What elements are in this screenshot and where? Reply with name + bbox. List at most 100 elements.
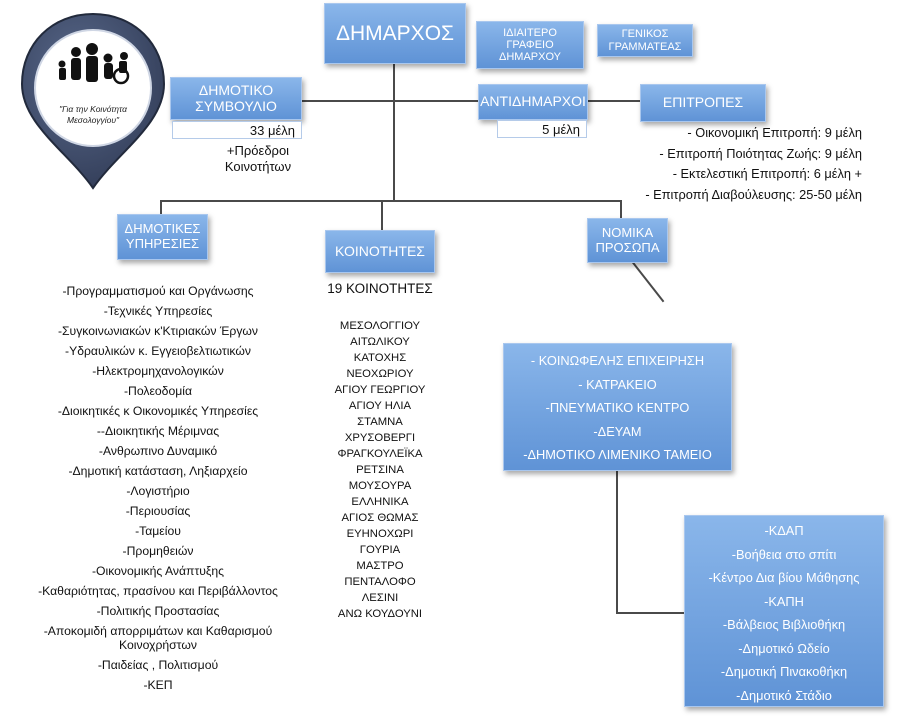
committee-item: - Εκτελεστική Επιτροπή: 6 μέλη +	[672, 166, 862, 181]
community-item: ΑΓΙΟΣ ΘΩΜΑΣ	[341, 512, 419, 524]
legal-entity-item: -ΔΗΜΟΤΙΚΟ ΛΙΜΕΝΙΚΟ ΤΑΜΕΙΟ	[523, 447, 712, 462]
community-item: ΑΓΙΟΥ ΗΛΙΑ	[348, 400, 412, 412]
committees-box: ΕΠΙΤΡΟΠΕΣ	[640, 84, 766, 122]
services-line: ΔΗΜΟΤΙΚΕΣ	[124, 221, 201, 237]
logo-caption-line: Μεσολογγίου"	[66, 115, 120, 125]
welfare-list: -ΚΔΑΠ -Βοήθεια στο σπίτι -Κέντρο Δια βίο…	[684, 515, 884, 707]
connector	[381, 200, 383, 230]
committees-label: ΕΠΙΤΡΟΠΕΣ	[662, 94, 744, 111]
service-item: -Διοικητικές κ Οικονομικές Υπηρεσίες	[57, 404, 259, 418]
service-item: -Ανθρωπινο Δυναμικό	[98, 444, 218, 458]
service-item: -Αποκομιδή απορριμάτων και Καθαρισμού Κο…	[43, 624, 273, 652]
service-item: -Καθαριότητας, πρασίνου και Περιβάλλοντο…	[38, 584, 278, 598]
private-office-line: ΔΗΜΑΡΧΟΥ	[498, 51, 561, 64]
service-item: -ΚΕΠ	[143, 678, 173, 692]
community-item: ΜΑΣΤΡΟ	[356, 560, 404, 572]
council-line: ΣΥΜΒΟΥΛΙΟ	[195, 97, 277, 114]
connector	[616, 612, 684, 614]
community-item: ΓΟΥΡΙΑ	[359, 544, 401, 556]
connector	[588, 100, 640, 102]
committee-item: - Επιτροπή Διαβούλευσης: 25-50 μέλη	[645, 186, 862, 202]
connector	[160, 200, 162, 215]
legal-entities-line: ΠΡΟΣΩΠΑ	[595, 239, 660, 255]
deputy-mayors-label: ΑΝΤΙΔΗΜΑΡΧΟΙ	[480, 93, 586, 110]
connector	[620, 200, 622, 218]
welfare-item: -Κέντρο Δια βίου Μάθησης	[708, 570, 860, 585]
community-item: ΑΙΤΩΛΙΚΟΥ	[350, 336, 410, 348]
service-item: -Ταμείου	[135, 524, 181, 538]
general-secretary-line: ΓΕΝΙΚΟΣ	[621, 28, 669, 41]
council-note-line: +Πρόεδροι	[226, 143, 290, 158]
connector	[393, 47, 395, 201]
service-item: -Παιδείας , Πολιτισμού	[97, 658, 219, 672]
welfare-item: -ΚΔΑΠ	[764, 523, 804, 538]
council-box: ΔΗΜΟΤΙΚΟ ΣΥΜΒΟΥΛΙΟ	[170, 77, 302, 120]
welfare-item: -Βάλβειος Βιβλιοθήκη	[722, 617, 846, 632]
community-item: ΠΕΝΤΑΛΟΦΟ	[344, 576, 416, 588]
community-item: ΕΥΗΝΟΧΩΡΙ	[346, 528, 414, 540]
service-item: -Προμηθειών	[122, 544, 194, 558]
general-secretary-line: ΓΡΑΜΜΑΤΕΑΣ	[608, 40, 682, 53]
legal-entities-box: ΝΟΜΙΚΑ ΠΡΟΣΩΠΑ	[587, 218, 668, 263]
welfare-item: -Βοήθεια στο σπίτι	[731, 546, 837, 562]
community-item: ΜΟΥΣΟΥΡΑ	[348, 480, 412, 492]
council-note-line: Κοινοτήτων	[224, 159, 292, 174]
service-item: -Προγραμματισμού και Οργάνωσης	[62, 284, 254, 298]
family-icon	[58, 43, 130, 85]
connector	[632, 261, 665, 303]
community-item: ΑΓΙΟΥ ΓΕΩΡΓΙΟΥ	[334, 384, 426, 396]
connector	[394, 100, 478, 102]
service-item: -Τεχνικές Υπηρεσίες	[103, 304, 213, 318]
service-item: --Διοικητικής Μέριμνας	[96, 424, 220, 438]
welfare-item: -Δημοτικό Στάδιο	[736, 687, 832, 703]
legal-entities-list: - ΚΟΙΝΩΦΕΛΗΣ ΕΠΙΧΕΙΡΗΣΗ - ΚΑΤΡΑΚΕΙΟ -ΠΝΕ…	[503, 343, 732, 471]
service-item: -Περιουσίας	[125, 504, 191, 518]
private-office-box: ΙΔΙΑΙΤΕΡΟ ΓΡΑΦΕΙΟ ΔΗΜΑΡΧΟΥ	[476, 21, 584, 69]
connector	[616, 470, 618, 613]
welfare-item: -ΚΑΠΗ	[764, 593, 804, 609]
council-line: ΔΗΜΟΤΙΚΟ	[198, 81, 274, 98]
services-list: -Προγραμματισμού και Οργάνωσης -Τεχνικές…	[8, 281, 308, 695]
connector	[254, 100, 394, 102]
council-note: +Πρόεδροι Κοινοτήτων	[210, 143, 306, 175]
services-box: ΔΗΜΟΤΙΚΕΣ ΥΠΗΡΕΣΙΕΣ	[117, 214, 208, 260]
community-item: ΡΕΤΣΙΝΑ	[356, 464, 404, 476]
welfare-item: -Δημοτική Πινακοθήκη	[720, 664, 848, 679]
legal-entities-line: ΝΟΜΙΚΑ	[601, 224, 654, 240]
service-item: -Ηλεκτρομηχανολογικών	[92, 364, 224, 378]
communities-box: ΚΟΙΝΟΤΗΤΕΣ	[325, 230, 435, 273]
connector	[160, 200, 622, 202]
logo-pin	[20, 12, 166, 190]
community-item: ΝΕΟΧΩΡΙΟΥ	[346, 368, 414, 380]
service-item: -Υδραυλικών κ. Εγγειοβελτιωτικών	[65, 344, 251, 358]
service-item: -Οικονομικής Ανάπτυξης	[91, 564, 225, 578]
service-item: -Πολεοδομία	[123, 384, 193, 398]
mayor-box: ΔΗΜΑΡΧΟΣ	[324, 3, 466, 64]
community-item: ΛΕΣΙΝΙ	[361, 592, 399, 604]
communities-list: ΜΕΣΟΛΟΓΓΙΟΥ ΑΙΤΩΛΙΚΟΥ ΚΑΤΟΧΗΣ ΝΕΟΧΩΡΙΟΥ …	[300, 318, 460, 622]
community-item: ΧΡΥΣΟΒΕΡΓΙ	[344, 432, 416, 444]
community-item: ΦΡΑΓΚΟΥΛΕΪΚΑ	[337, 448, 423, 460]
welfare-item: -Δημοτικό Ωδείο	[738, 640, 830, 656]
private-office-line: ΙΔΙΑΙΤΕΡΟ	[503, 26, 557, 39]
communities-label: ΚΟΙΝΟΤΗΤΕΣ	[335, 242, 425, 259]
community-item: ΣΤΑΜΝΑ	[357, 416, 403, 428]
service-item: -Πολιτικής Προστασίας	[96, 604, 220, 618]
legal-entity-item: -ΔΕΥΑΜ	[593, 423, 642, 439]
community-item: ΕΛΛΗΝΙΚΑ	[351, 496, 409, 508]
deputy-mayors-members: 5 μέλη	[497, 120, 587, 138]
mayor-label: ΔΗΜΑΡΧΟΣ	[335, 21, 455, 45]
committee-item: - Οικονομική Επιτροπή: 9 μέλη	[687, 125, 862, 140]
legal-entity-item: - ΚΟΙΝΩΦΕΛΗΣ ΕΠΙΧΕΙΡΗΣΗ	[530, 353, 705, 368]
service-item: -Λογιστήριο	[126, 484, 190, 498]
deputy-mayors-box: ΑΝΤΙΔΗΜΑΡΧΟΙ	[478, 84, 588, 120]
communities-count: 19 ΚΟΙΝΟΤΗΤΕΣ	[327, 281, 433, 296]
private-office-line: ΓΡΑΦΕΙΟ	[506, 38, 554, 51]
community-item: ΜΕΣΟΛΟΓΓΙΟΥ	[339, 320, 421, 332]
logo-caption-line: "Για την Κοινότητα	[59, 104, 127, 114]
community-item: ΚΑΤΟΧΗΣ	[353, 352, 407, 364]
community-item: ΑΝΩ ΚΟΥΔΟΥΝΙ	[337, 608, 423, 620]
committee-item: - Επιτροπή Ποιότητας Ζωής: 9 μέλη	[659, 145, 862, 161]
legal-entity-item: -ΠΝΕΥΜΑΤΙΚΟ ΚΕΝΤΡΟ	[545, 400, 690, 415]
service-item: -Δημοτική κατάσταση, Ληξιαρχείο	[68, 464, 248, 478]
